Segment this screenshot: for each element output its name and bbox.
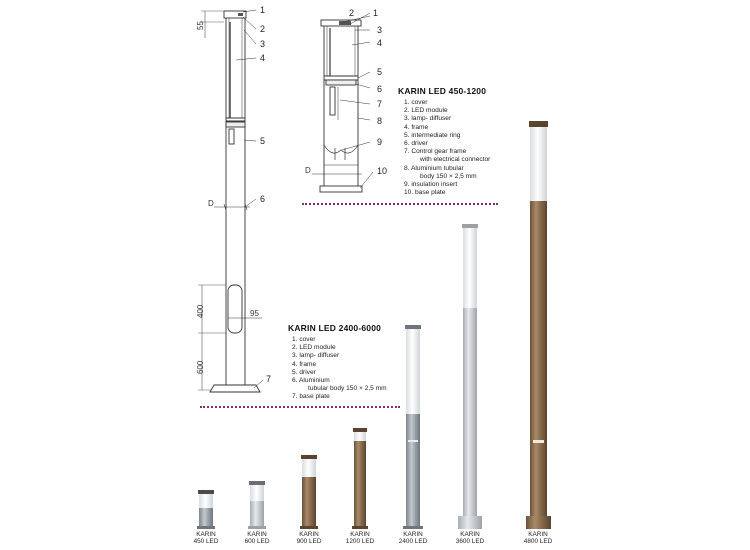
large-legend-item: 6. Aluminium — [292, 377, 330, 385]
product-name: KARIN — [247, 531, 267, 538]
product-name: KARIN — [460, 531, 480, 538]
small-legend: 1. cover 2. LED module 3. lamp- diffuser… — [404, 99, 490, 197]
product-karin-2400 — [403, 325, 423, 529]
product-model: 900 LED — [296, 538, 322, 546]
large-legend-item: 5. driver — [292, 368, 316, 376]
product-label-450: KARIN 450 LED — [186, 531, 226, 546]
large-callout-5: 5 — [260, 136, 266, 146]
small-callout-3: 3 — [377, 25, 383, 35]
small-callout-9: 9 — [377, 137, 383, 147]
product-label-900: KARIN 900 LED — [289, 531, 329, 546]
product-model: 1200 LED — [345, 538, 375, 546]
large-legend-item: 2. LED module — [292, 344, 336, 352]
product-model: 2400 LED — [398, 538, 428, 546]
small-callout-7: 7 — [377, 99, 383, 109]
small-legend-item: 3. lamp- diffuser — [404, 115, 452, 123]
dimension-d-small: D — [305, 166, 311, 175]
small-callout-1: 1 — [373, 8, 379, 18]
large-callout-6: 6 — [260, 194, 266, 204]
product-name: KARIN — [350, 531, 370, 538]
large-callout-7: 7 — [266, 374, 272, 384]
product-model: 600 LED — [244, 538, 270, 546]
product-label-600: KARIN 600 LED — [237, 531, 277, 546]
product-karin-3600 — [458, 224, 482, 529]
small-diagram-title: KARIN LED 450-1200 — [398, 86, 487, 96]
large-callout-2: 2 — [260, 24, 266, 34]
small-callout-2: 2 — [349, 8, 355, 18]
small-legend-item-cont: with electrical connector — [420, 156, 491, 164]
product-model: 450 LED — [193, 538, 219, 546]
product-label-2400: KARIN 2400 LED — [393, 531, 433, 546]
large-drawing-cover — [223, 10, 247, 19]
product-name: KARIN — [299, 531, 319, 538]
small-legend-item: 2. LED module — [404, 107, 448, 115]
dimension-d-large: D — [208, 199, 214, 208]
large-callout-4: 4 — [260, 53, 266, 63]
dimension-95: 95 — [250, 309, 259, 318]
product-name: KARIN — [403, 531, 423, 538]
large-legend-item-cont: tubular body 150 × 2,5 mm — [308, 385, 387, 393]
small-legend-item: 10. base plate — [404, 189, 446, 197]
small-callout-10: 10 — [377, 166, 388, 176]
small-callout-6: 6 — [377, 84, 383, 94]
small-legend-item: 5. intermediate ring — [404, 131, 461, 139]
product-karin-1200 — [352, 428, 368, 529]
small-legend-item: 7. Control gear frame — [404, 148, 467, 156]
product-karin-900 — [300, 455, 318, 529]
small-legend-item: 6. driver — [404, 140, 428, 148]
product-model: 4800 LED — [523, 538, 553, 546]
large-legend: 1. cover 2. LED module 3. lamp- diffuser… — [292, 336, 387, 402]
product-name: KARIN — [528, 531, 548, 538]
large-legend-item: 4. frame — [292, 360, 317, 368]
product-karin-600 — [248, 481, 266, 529]
large-callout-1: 1 — [260, 5, 266, 15]
large-diagram-title: KARIN LED 2400-6000 — [288, 323, 382, 333]
large-legend-item: 7. base plate — [292, 393, 330, 401]
small-callout-5: 5 — [377, 67, 383, 77]
large-callout-3: 3 — [260, 39, 266, 49]
large-legend-item: 1. cover — [292, 336, 316, 343]
small-callout-4: 4 — [377, 38, 383, 48]
product-label-1200: KARIN 1200 LED — [340, 531, 380, 546]
large-legend-item: 3. lamp- diffuser — [292, 352, 340, 360]
product-model: 3600 LED — [455, 538, 485, 546]
small-legend-item: 8. Aluminium tubular — [404, 164, 464, 172]
small-legend-item: 9. insulation insert — [404, 181, 458, 189]
small-legend-item-cont: body 150 × 2,5 mm — [420, 172, 477, 180]
small-callout-8: 8 — [377, 116, 383, 126]
product-label-3600: KARIN 3600 LED — [450, 531, 490, 546]
product-karin-4800 — [526, 121, 551, 529]
product-karin-450 — [197, 490, 215, 529]
small-legend-item: 4. frame — [404, 123, 429, 131]
small-legend-item: 1. cover — [404, 99, 428, 106]
separator-top — [302, 203, 498, 205]
product-label-4800: KARIN 4800 LED — [518, 531, 558, 546]
product-name: KARIN — [196, 531, 216, 538]
separator-bottom — [200, 406, 400, 408]
